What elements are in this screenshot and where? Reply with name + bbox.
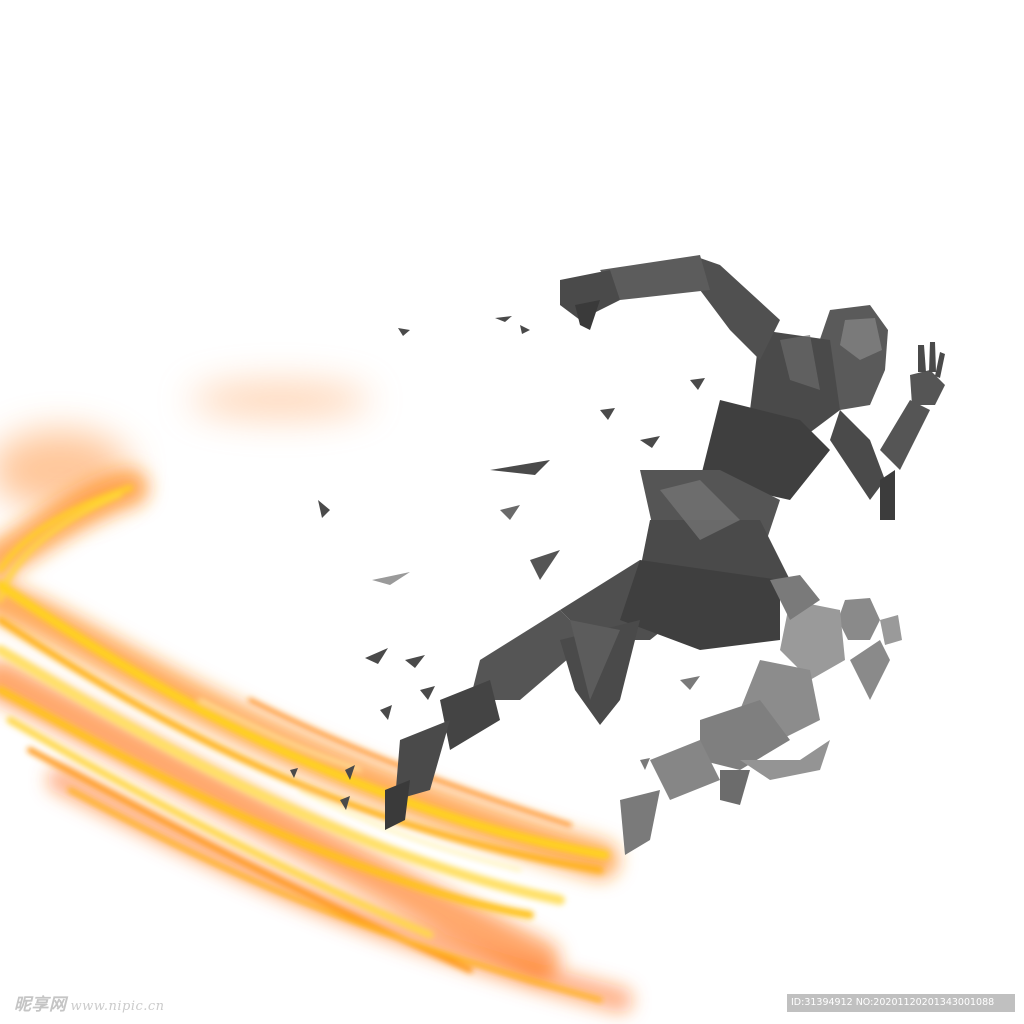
front-runner-figure [385,255,945,830]
watermark-brand: 昵享网 [14,995,67,1015]
fire-streaks [0,485,610,1003]
shard-particles [290,316,705,810]
orange-haze [0,382,370,510]
image-id-strip: ID:31394912 NO:20201120201343001088 [787,994,1015,1012]
watermark-site: www.nipic.cn [70,999,165,1014]
rear-runner-figure [620,575,902,855]
